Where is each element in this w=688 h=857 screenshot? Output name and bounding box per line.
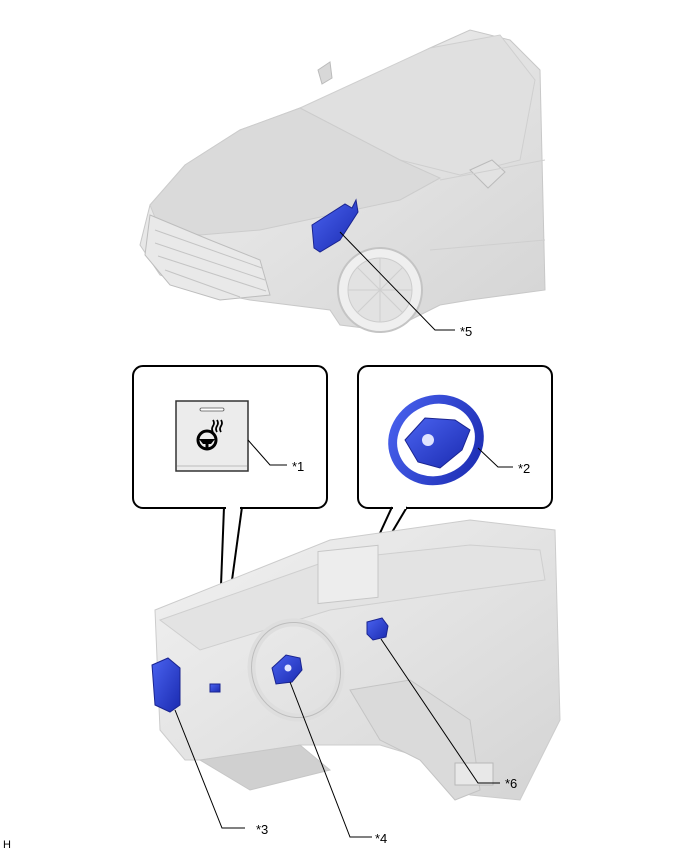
part-1-switch-location bbox=[209, 683, 221, 693]
part-5-ecu bbox=[311, 198, 359, 253]
callout-2-leader bbox=[477, 447, 513, 468]
callout-label-2: *2 bbox=[518, 461, 531, 476]
callout-label-6: *6 bbox=[505, 776, 518, 791]
callout-label-5: *5 bbox=[460, 324, 473, 339]
callout-5-leader bbox=[339, 231, 455, 331]
steering-heater-icon bbox=[196, 419, 223, 451]
callout-4-leader bbox=[289, 681, 372, 838]
sheet-code: H bbox=[3, 839, 11, 851]
callout-1-leader bbox=[247, 439, 287, 466]
vehicle-exterior-illustration bbox=[139, 29, 546, 333]
detail-panel-steering-wheel bbox=[339, 365, 553, 621]
callout-6-leader bbox=[380, 638, 500, 784]
vehicle-interior-illustration bbox=[151, 519, 561, 801]
callout-label-1: *1 bbox=[292, 459, 305, 474]
part-6-module bbox=[366, 617, 389, 641]
callout-3-leader bbox=[174, 709, 245, 829]
part-3-ecu bbox=[151, 657, 181, 713]
callout-label-4: *4 bbox=[375, 831, 388, 846]
callout-label-3: *3 bbox=[256, 822, 269, 837]
